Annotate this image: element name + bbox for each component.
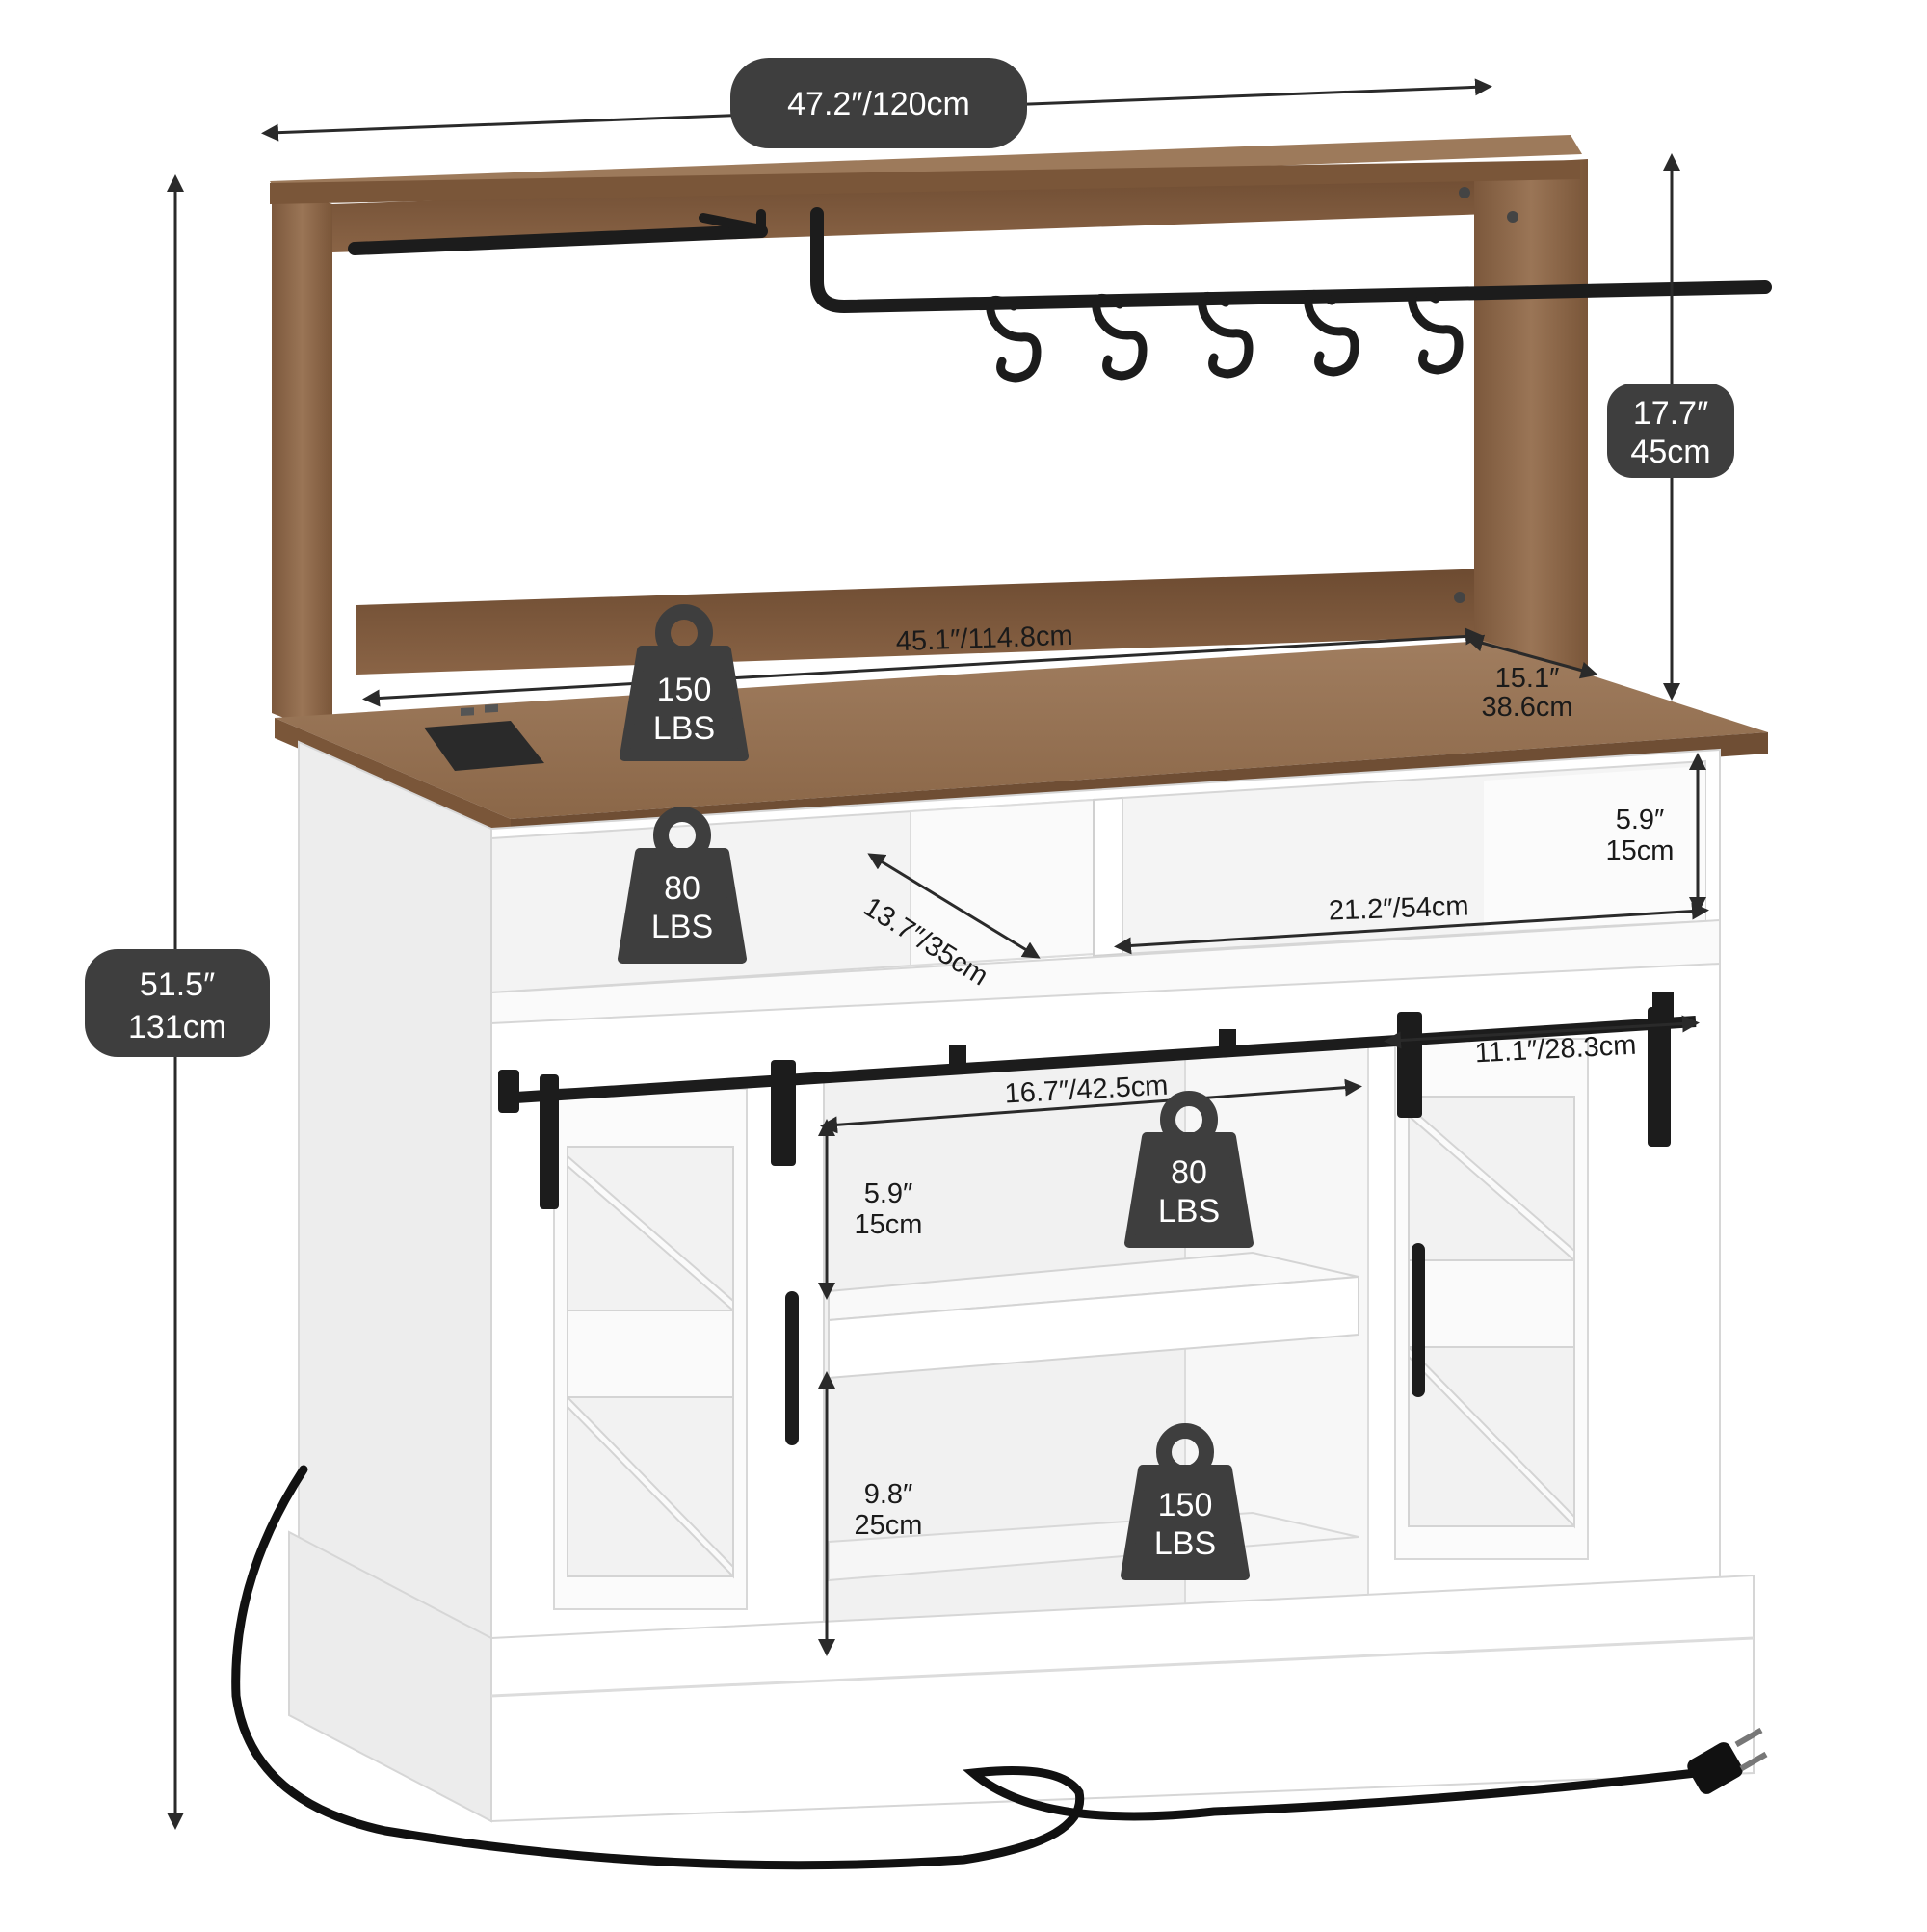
weight-unit-text: LBS <box>651 909 713 945</box>
open-shelf-height-cm-text: 15cm <box>1606 835 1675 866</box>
hanging-rack <box>348 207 1772 383</box>
weight-value-text: 150 <box>657 672 712 708</box>
hook-rail <box>810 207 1772 314</box>
bottom-shelf-height-cm-text: 25cm <box>855 1510 923 1541</box>
hutch-height-cm-text: 45cm <box>1630 434 1710 470</box>
top-depth-cm-text: 38.6cm <box>1481 692 1572 723</box>
overall-height-inches-text: 51.5″ <box>140 966 215 1003</box>
weight-badge-countertop: 150 LBS <box>624 612 744 756</box>
open-shelf-height-inches-text: 5.9″ <box>1616 805 1665 835</box>
screw-icon <box>1454 592 1465 603</box>
overall-height-label: 51.5″ 131cm <box>85 949 270 1057</box>
door-handle-icon <box>1412 1243 1425 1397</box>
hutch-left-panel <box>272 183 332 737</box>
bottom-shelf-height-inches-text: 9.8″ <box>864 1479 913 1510</box>
inner-shelf-height-inches-text: 5.9″ <box>864 1178 913 1209</box>
weight-value-text: 150 <box>1158 1487 1213 1523</box>
weight-badge-middle-shelf: 80 LBS <box>1129 1098 1249 1243</box>
power-plug-icon <box>1687 1727 1768 1794</box>
weight-badge-bottom-shelf: 150 LBS <box>1125 1431 1245 1575</box>
overall-width-label: 47.2″/120cm <box>730 58 1027 148</box>
hutch-height-label: 17.7″ 45cm <box>1607 384 1734 478</box>
weight-unit-text: LBS <box>653 710 715 747</box>
dimension-arrow-icon <box>362 627 1483 707</box>
power-cord <box>231 1465 1701 1870</box>
right-barn-door[interactable] <box>1394 1038 1589 1560</box>
overall-height-cm-text: 131cm <box>128 1009 226 1045</box>
weight-value-text: 80 <box>664 870 700 907</box>
top-width-text: 45.1″/114.8cm <box>895 621 1073 657</box>
weight-badge-cubby: 80 LBS <box>622 814 742 959</box>
weight-unit-text: LBS <box>1154 1525 1216 1562</box>
hutch-right-panel <box>1474 159 1588 725</box>
top-depth-inches-text: 15.1″ <box>1495 663 1560 694</box>
s-hook-icon <box>986 287 1464 383</box>
glass-rail <box>348 225 768 255</box>
left-barn-door[interactable] <box>553 1088 799 1610</box>
screw-icon <box>1459 187 1470 198</box>
door-handle-icon <box>785 1291 799 1445</box>
inner-shelf-height-cm-text: 15cm <box>855 1209 923 1240</box>
hutch-height-inches-text: 17.7″ <box>1633 395 1708 432</box>
weight-unit-text: LBS <box>1158 1193 1220 1230</box>
overall-width-text: 47.2″/120cm <box>787 86 970 122</box>
screw-icon <box>1507 211 1518 223</box>
weight-value-text: 80 <box>1171 1154 1207 1191</box>
open-shelf-width-text: 21.2″/54cm <box>1328 890 1469 926</box>
